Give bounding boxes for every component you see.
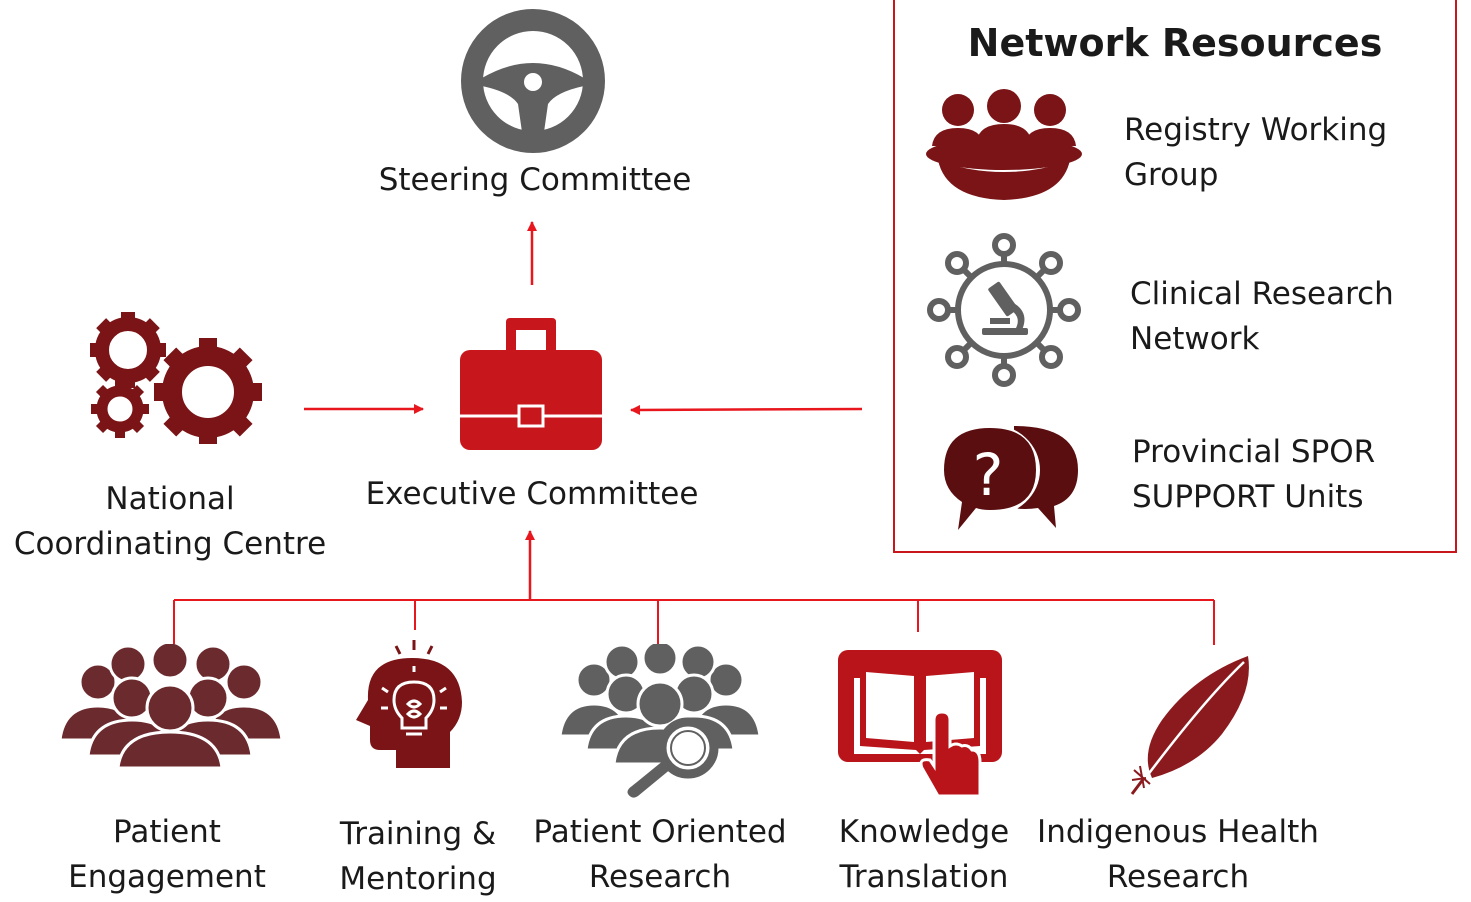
- training-line1: Training &: [339, 816, 497, 852]
- clinical-line1: Clinical Research: [1130, 276, 1394, 312]
- provincial-spor-label: Provincial SPOR SUPPORT Units: [1132, 430, 1375, 520]
- microscope-network-icon: [927, 233, 1081, 387]
- head-lightbulb-icon: [356, 640, 462, 768]
- training-mentoring-label: Training & Mentoring: [320, 812, 516, 902]
- national-line2: Coordinating Centre: [13, 526, 327, 562]
- patient-engagement-line2: Engagement: [68, 859, 266, 895]
- steering-committee-label: Steering Committee: [372, 158, 698, 203]
- registry-line1: Registry Working: [1124, 112, 1388, 148]
- clinical-research-network-label: Clinical Research Network: [1130, 272, 1394, 362]
- network-resources-box: [893, 0, 1457, 553]
- provincial-line2: SUPPORT Units: [1132, 479, 1364, 515]
- feather-icon: [1130, 656, 1249, 795]
- network-resources-title: Network Resources: [967, 21, 1383, 65]
- por-line1: Patient Oriented: [533, 814, 787, 850]
- registry-working-group-label: Registry Working Group: [1124, 108, 1387, 198]
- kt-line1: Knowledge: [838, 814, 1010, 850]
- book-hand-icon: [838, 650, 1002, 796]
- arrow-resources-to-exec: [630, 404, 863, 415]
- indigenous-health-research-label: Indigenous Health Research: [1028, 810, 1328, 900]
- national-line1: National: [105, 481, 235, 517]
- patient-engagement-line1: Patient: [113, 814, 221, 850]
- meeting-table-icon: [926, 89, 1082, 200]
- kt-line2: Translation: [839, 859, 1009, 895]
- svg-text:?: ?: [973, 441, 1004, 509]
- training-line2: Mentoring: [339, 861, 497, 897]
- indigenous-line2: Research: [1106, 859, 1250, 895]
- indigenous-line1: Indigenous Health: [1037, 814, 1319, 850]
- question-bubbles-icon: ?: [940, 424, 1078, 530]
- patient-engagement-label: Patient Engagement: [34, 810, 300, 900]
- registry-line2: Group: [1124, 157, 1219, 193]
- knowledge-translation-label: Knowledge Translation: [828, 810, 1020, 900]
- executive-committee-label: Executive Committee: [364, 472, 700, 517]
- patient-oriented-research-label: Patient Oriented Research: [522, 810, 798, 900]
- gears-icon: [90, 312, 262, 444]
- steering-wheel-icon: [461, 9, 605, 153]
- national-coordinating-centre-label: National Coordinating Centre: [10, 477, 330, 567]
- por-line2: Research: [588, 859, 732, 895]
- briefcase-icon: [460, 318, 602, 450]
- steering-committee-text: Steering Committee: [378, 162, 692, 198]
- people-magnifier-icon: [560, 644, 762, 798]
- clinical-line2: Network: [1130, 321, 1260, 357]
- executive-committee-text: Executive Committee: [365, 476, 699, 512]
- provincial-line1: Provincial SPOR: [1132, 434, 1376, 470]
- people-group-icon: [58, 644, 284, 768]
